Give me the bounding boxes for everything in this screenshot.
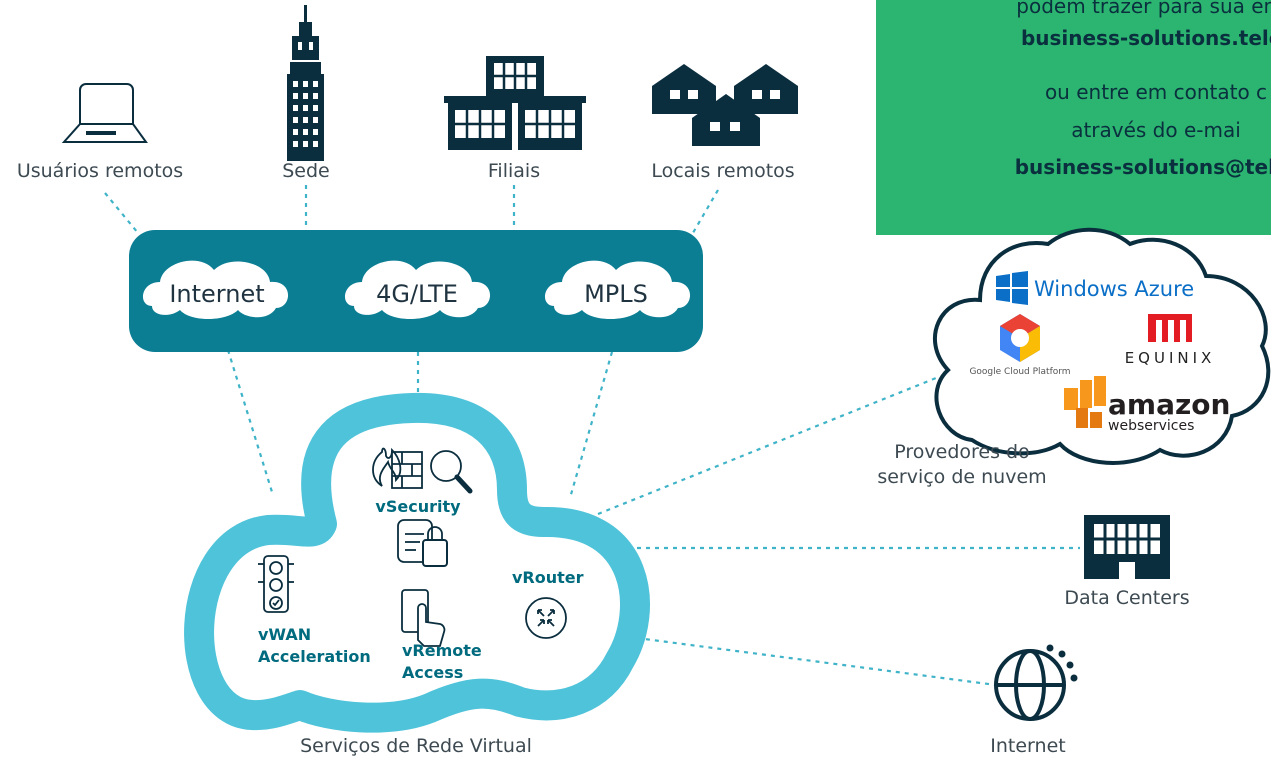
cloud-providers-caption-line1: Provedores do bbox=[894, 441, 1029, 463]
houses-icon bbox=[652, 64, 798, 146]
internet-cloud bbox=[142, 260, 289, 319]
laptop-icon bbox=[61, 83, 148, 143]
windows-logo-icon bbox=[996, 271, 1028, 305]
vsecurity-label: vSecurity bbox=[375, 497, 461, 516]
link-internet bbox=[636, 636, 997, 687]
headquarters-label: Sede bbox=[282, 160, 330, 182]
vwan-label-line1: vWAN bbox=[258, 625, 311, 644]
mpls-cloud bbox=[544, 260, 691, 319]
internet-transport-label: Internet bbox=[169, 280, 264, 308]
google-cloud-logo-icon bbox=[1000, 314, 1040, 362]
mpls-transport-label: MPLS bbox=[584, 280, 648, 308]
equinix-label: EQUINIX bbox=[1125, 349, 1216, 367]
internet-endpoint-label: Internet bbox=[990, 735, 1065, 757]
branches-label: Filiais bbox=[488, 160, 540, 182]
lte-transport-label: 4G/LTE bbox=[376, 280, 458, 308]
amazon-label: amazon bbox=[1108, 388, 1230, 421]
vrouter-label: vRouter bbox=[512, 568, 584, 587]
promo-line-3: ou entre em contato c bbox=[1044, 80, 1268, 104]
router-icon bbox=[525, 597, 567, 639]
azure-label: Windows Azure bbox=[1034, 277, 1194, 301]
data-centers-label: Data Centers bbox=[1064, 587, 1189, 609]
link-remote-locations bbox=[689, 189, 719, 239]
aws-logo-icon bbox=[1064, 376, 1106, 428]
link-mpls-cloud bbox=[568, 351, 614, 499]
promo-email-link[interactable]: business-solutions@telef bbox=[1014, 155, 1271, 179]
link-cloud-providers bbox=[597, 376, 937, 516]
vremote-label-line2: Access bbox=[402, 663, 463, 682]
aws-label: webservices bbox=[1108, 418, 1194, 434]
data-center-building-icon bbox=[1084, 515, 1170, 579]
virtual-services-caption: Serviços de Rede Virtual bbox=[300, 735, 532, 757]
vwan-label-line2: Acceleration bbox=[258, 647, 371, 666]
firewall-icon bbox=[372, 447, 423, 489]
lte-cloud bbox=[344, 260, 491, 319]
google-cloud-label: Google Cloud Platform bbox=[969, 367, 1070, 377]
cloud-providers-cloud bbox=[932, 227, 1271, 465]
equinix-logo-icon bbox=[1148, 314, 1192, 342]
globe-icon bbox=[994, 644, 1078, 721]
vremote-label-line1: vRemote bbox=[402, 641, 482, 660]
links bbox=[104, 185, 1080, 687]
headquarters-tower-icon bbox=[287, 5, 324, 161]
promo-line-1: podem trazer para sua emp bbox=[1016, 0, 1271, 18]
promo-line-4: através do e-mai bbox=[1071, 118, 1241, 142]
branches-buildings-icon bbox=[444, 56, 586, 150]
magnifier-icon bbox=[430, 450, 473, 494]
locked-document-icon bbox=[397, 519, 448, 567]
promo-website-link[interactable]: business-solutions.telef bbox=[1020, 26, 1271, 50]
traffic-light-icon bbox=[258, 555, 294, 613]
remote-locations-label: Locais remotos bbox=[651, 160, 794, 182]
touch-tablet-icon bbox=[401, 589, 446, 647]
link-remote-users bbox=[104, 192, 139, 234]
remote-users-label: Usuários remotos bbox=[17, 160, 183, 182]
virtual-services-cloud bbox=[184, 392, 650, 733]
link-internet-cloud bbox=[226, 349, 274, 493]
cloud-providers-caption-line2: serviço de nuvem bbox=[877, 466, 1046, 488]
promo-box: podem trazer para sua emp business-solut… bbox=[876, 0, 1271, 235]
